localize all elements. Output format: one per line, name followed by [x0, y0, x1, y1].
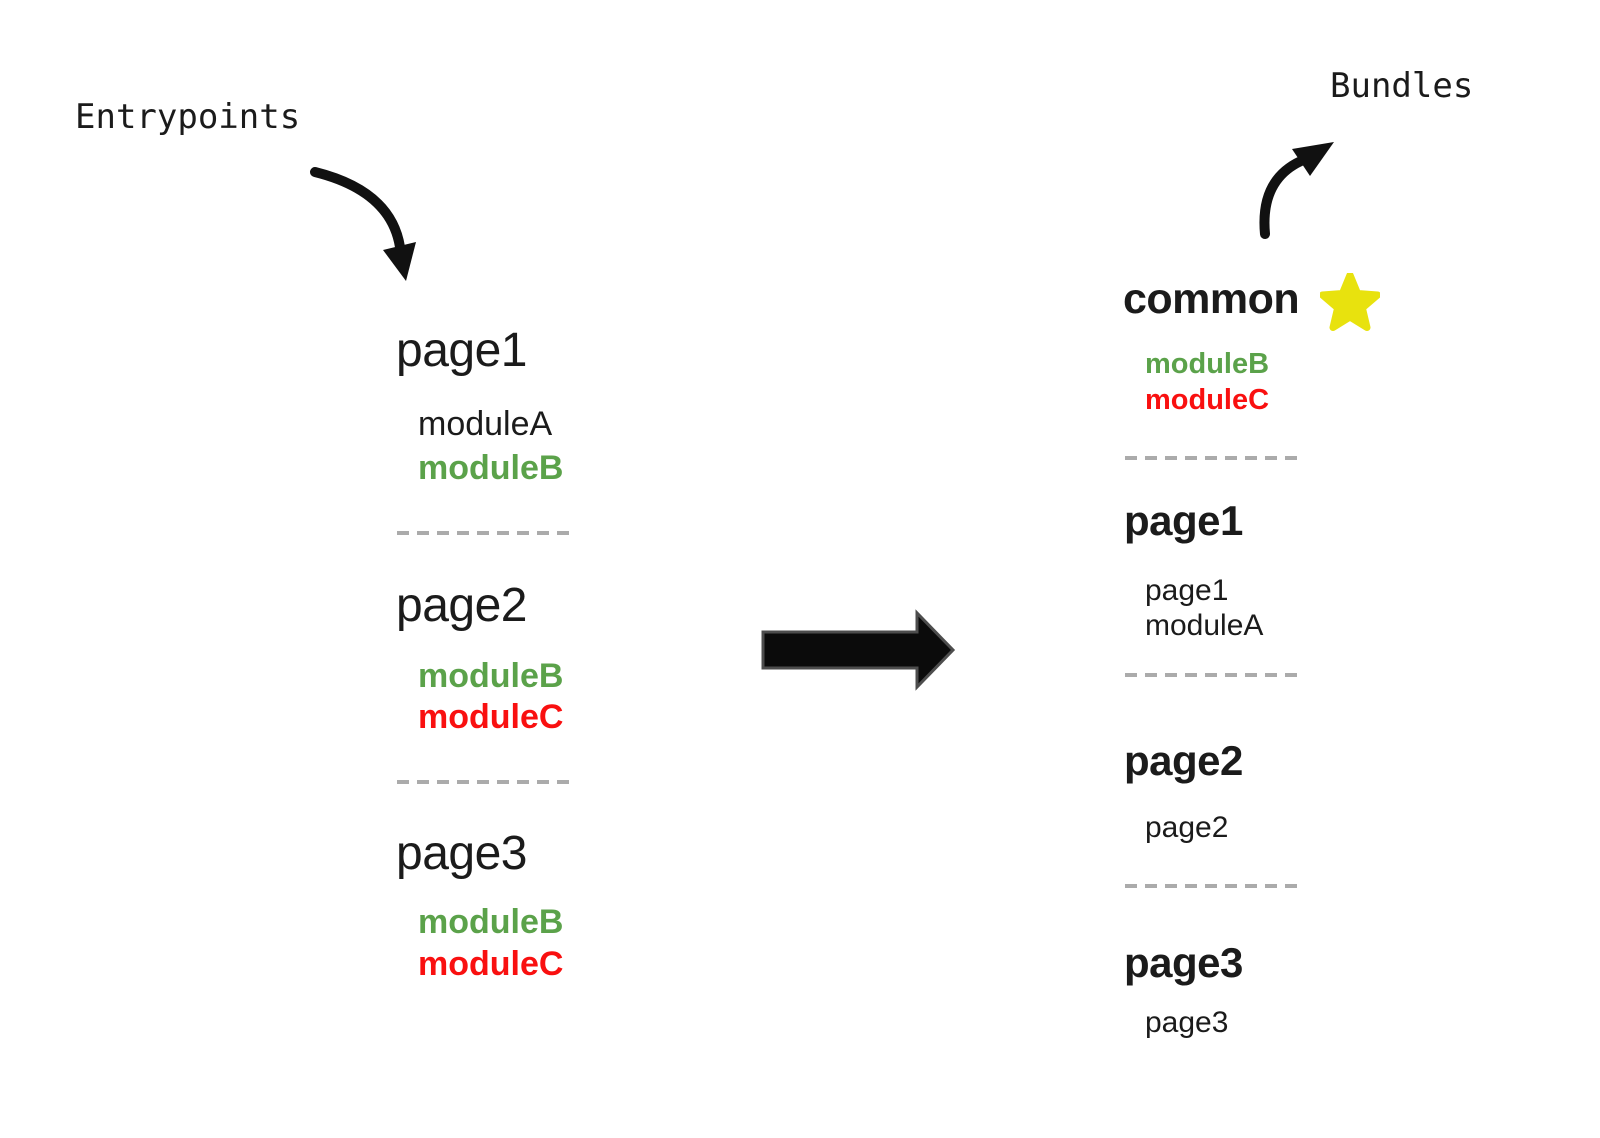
- dashed-divider: [1125, 673, 1303, 677]
- bundle-title-common: common: [1123, 275, 1300, 323]
- module-item: moduleC: [418, 945, 564, 983]
- star-icon: [1320, 273, 1381, 331]
- dashed-divider: [397, 780, 577, 784]
- dashed-divider: [1125, 884, 1303, 888]
- bundle-title-page1: page1: [1124, 497, 1243, 544]
- entrypoint-title-page3: page3: [396, 827, 527, 880]
- bundle-title-page3: page3: [1124, 939, 1243, 986]
- curved-down-arrow-head: [383, 242, 416, 281]
- curved-up-arrow-icon: [1259, 142, 1334, 239]
- dashed-divider: [397, 531, 577, 535]
- bundles-label: Bundles: [1330, 66, 1474, 106]
- bundle-title-page2: page2: [1124, 737, 1243, 784]
- entrypoint-title-page2: page2: [396, 579, 527, 632]
- right-arrow-icon: [761, 609, 956, 691]
- curved-up-arrow-shaft: [1259, 156, 1306, 239]
- entrypoint-title-page1: page1: [396, 324, 527, 377]
- module-item: page2: [1145, 811, 1229, 844]
- curved-down-arrow-icon: [310, 167, 416, 281]
- entrypoints-label: Entrypoints: [75, 97, 301, 137]
- bundle-title-common-row: common: [1123, 273, 1381, 338]
- module-item: moduleB: [418, 903, 564, 941]
- module-item: moduleB: [418, 449, 564, 487]
- module-item: moduleC: [418, 698, 564, 736]
- module-item: moduleB: [418, 657, 564, 695]
- curved-down-arrow-shaft: [310, 167, 405, 252]
- curved-up-arrow-head: [1292, 142, 1334, 176]
- module-item: moduleA: [418, 405, 553, 443]
- module-item: moduleA: [1145, 609, 1264, 642]
- module-item: page1: [1145, 574, 1229, 607]
- module-item: page3: [1145, 1006, 1229, 1039]
- dashed-divider: [1125, 456, 1303, 460]
- module-item: moduleC: [1145, 384, 1270, 416]
- module-item: moduleB: [1145, 348, 1270, 380]
